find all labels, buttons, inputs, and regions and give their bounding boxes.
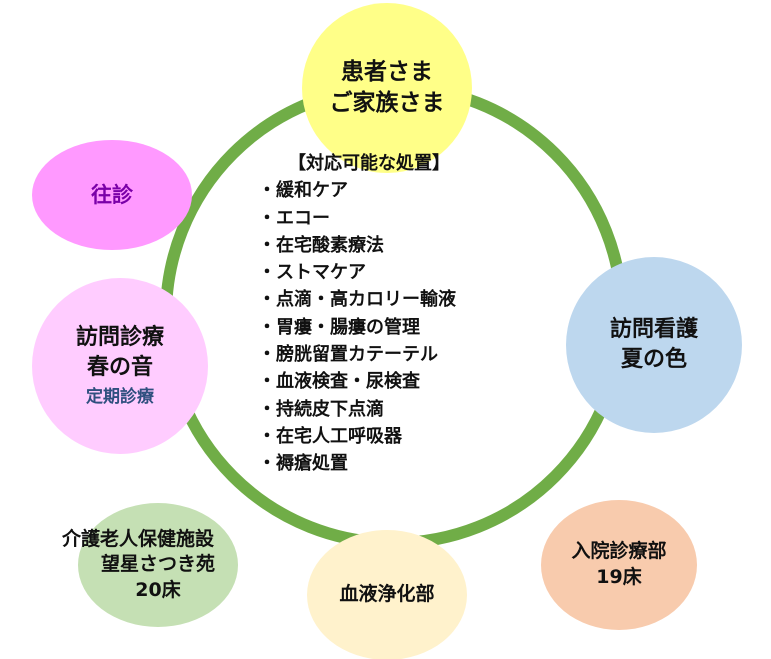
inpatient-node: 入院診療部 19床 bbox=[541, 500, 697, 630]
treatment-item: ・持続皮下点滴 bbox=[258, 398, 384, 420]
treatment-item: ・褥瘡処置 bbox=[258, 453, 348, 475]
treatment-item: ・ストマケア bbox=[258, 262, 366, 284]
facility-line2: 望星さつき苑 bbox=[100, 553, 215, 576]
hub-line1: 患者さま bbox=[341, 58, 433, 85]
treatment-list-title: 【対応可能な処置】 bbox=[288, 153, 450, 174]
blood-label: 血液浄化部 bbox=[339, 583, 435, 606]
treatment-item: ・胃瘻・腸瘻の管理 bbox=[258, 316, 420, 338]
home-visit-clinic-node: 訪問診療 春の音 定期診療 bbox=[32, 278, 208, 454]
facility-line1: 介護老人保健施設 bbox=[61, 527, 214, 550]
inpatient-line1: 入院診療部 bbox=[571, 540, 667, 563]
treatment-item: ・在宅酸素療法 bbox=[258, 234, 384, 256]
home-nursing-node: 訪問看護 夏の色 bbox=[566, 257, 742, 433]
nursing-facility-node: 介護老人保健施設 望星さつき苑 20床 bbox=[62, 503, 238, 627]
treatment-item: ・膀胱留置カテーテル bbox=[258, 344, 438, 366]
treatment-item: ・在宅人工呼吸器 bbox=[258, 425, 402, 447]
blood-purification-node: 血液浄化部 bbox=[307, 530, 467, 659]
oushin-node: 往診 bbox=[32, 140, 192, 250]
treatment-item: ・エコー bbox=[258, 207, 330, 229]
patients-family-hub: 患者さま ご家族さま bbox=[302, 3, 472, 173]
treatment-item: ・点滴・高カロリー輸液 bbox=[258, 289, 456, 311]
nursing-line2: 夏の色 bbox=[620, 347, 687, 372]
oushin-label: 往診 bbox=[91, 182, 133, 207]
facility-line3: 20床 bbox=[135, 578, 181, 601]
treatment-item: ・緩和ケア bbox=[258, 180, 348, 202]
clinic-sub: 定期診療 bbox=[86, 387, 154, 408]
hub-line2: ご家族さま bbox=[329, 90, 445, 116]
clinic-line2: 春の音 bbox=[86, 354, 153, 380]
inpatient-line2: 19床 bbox=[596, 566, 642, 588]
treatment-item: ・血液検査・尿検査 bbox=[258, 371, 420, 393]
treatment-list: 【対応可能な処置】 ・緩和ケア ・エコー ・在宅酸素療法 ・ストマケア ・点滴・… bbox=[258, 150, 456, 478]
nursing-line1: 訪問看護 bbox=[609, 317, 698, 343]
clinic-line1: 訪問診療 bbox=[75, 324, 164, 350]
